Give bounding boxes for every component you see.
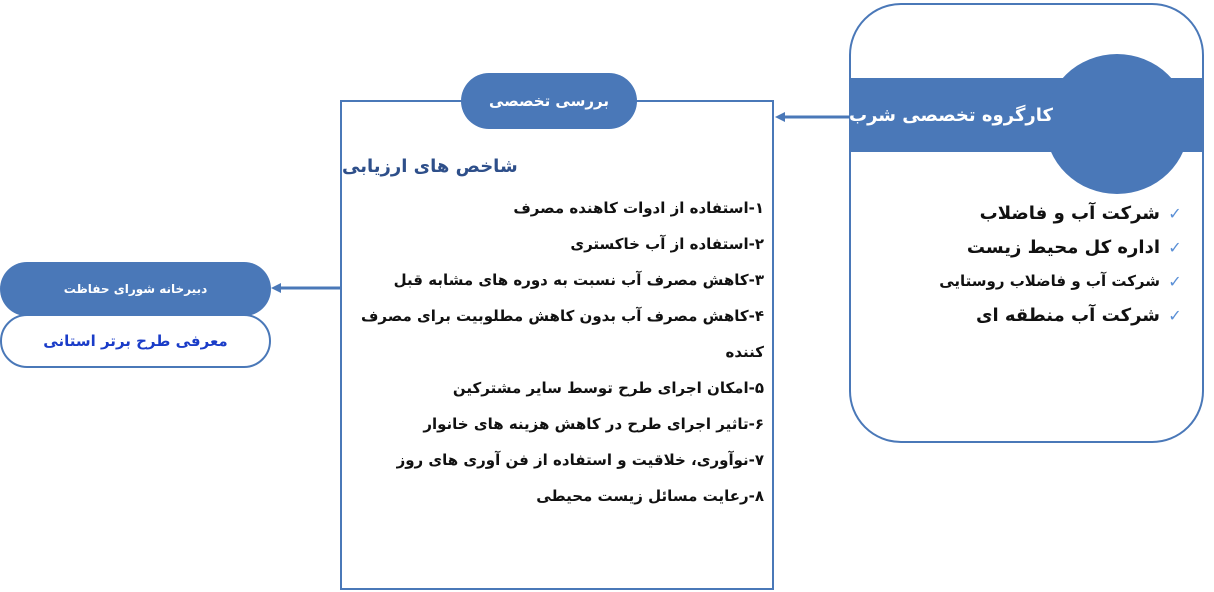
list-item: ✓ شرکت آب و فاضلاب	[860, 196, 1190, 230]
working-group-title: کارگروه تخصصی شرب	[849, 104, 1054, 126]
member-label: شرکت آب منطقه ای	[975, 304, 1160, 326]
review-box	[340, 100, 774, 590]
list-item: ✓ شرکت آب و فاضلاب روستایی	[860, 264, 1190, 298]
list-item: ۳-کاهش مصرف آب نسبت به دوره های مشابه قب…	[393, 271, 764, 289]
top-project-pill: معرفی طرح برتر استانی	[0, 314, 271, 368]
member-label: اداره کل محیط زیست	[966, 236, 1160, 258]
list-item: ۲-استفاده از آب خاکستری	[570, 235, 764, 253]
member-label: شرکت آب و فاضلاب روستایی	[939, 272, 1160, 290]
checkmark-icon: ✓	[1168, 203, 1182, 223]
list-item: ✓ شرکت آب منطقه ای	[860, 298, 1190, 332]
list-item: ۶-تاثیر اجرای طرح در کاهش هزینه های خانو…	[423, 415, 764, 433]
member-label: شرکت آب و فاضلاب	[979, 202, 1160, 224]
list-item: ۵-امکان اجرای طرح توسط سایر مشترکین	[452, 379, 764, 397]
member-list: ✓ شرکت آب و فاضلاب ✓ اداره کل محیط زیست …	[860, 196, 1190, 332]
list-item: ۱-استفاده از ادوات کاهنده مصرف	[513, 199, 764, 217]
list-item: ۸-رعایت مسائل زیست محیطی	[536, 487, 764, 505]
list-item: ۴-کاهش مصرف آب بدون کاهش مطلوبیت برای مص…	[360, 307, 764, 361]
working-group-title-bump	[1045, 54, 1189, 194]
checkmark-icon: ✓	[1168, 271, 1182, 291]
list-item: ✓ اداره کل محیط زیست	[860, 230, 1190, 264]
list-item: ۷-نوآوری، خلاقیت و استفاده از فن آوری ها…	[396, 451, 764, 469]
checkmark-icon: ✓	[1168, 305, 1182, 325]
checkmark-icon: ✓	[1168, 237, 1182, 257]
criteria-list: ۱-استفاده از ادوات کاهنده مصرف ۲-استفاده…	[352, 190, 764, 514]
review-pill: بررسی تخصصی	[461, 73, 637, 129]
secretariat-pill: دبیرخانه شورای حفاظت	[0, 262, 271, 316]
criteria-heading: شاخص های ارزیابی	[342, 155, 518, 177]
